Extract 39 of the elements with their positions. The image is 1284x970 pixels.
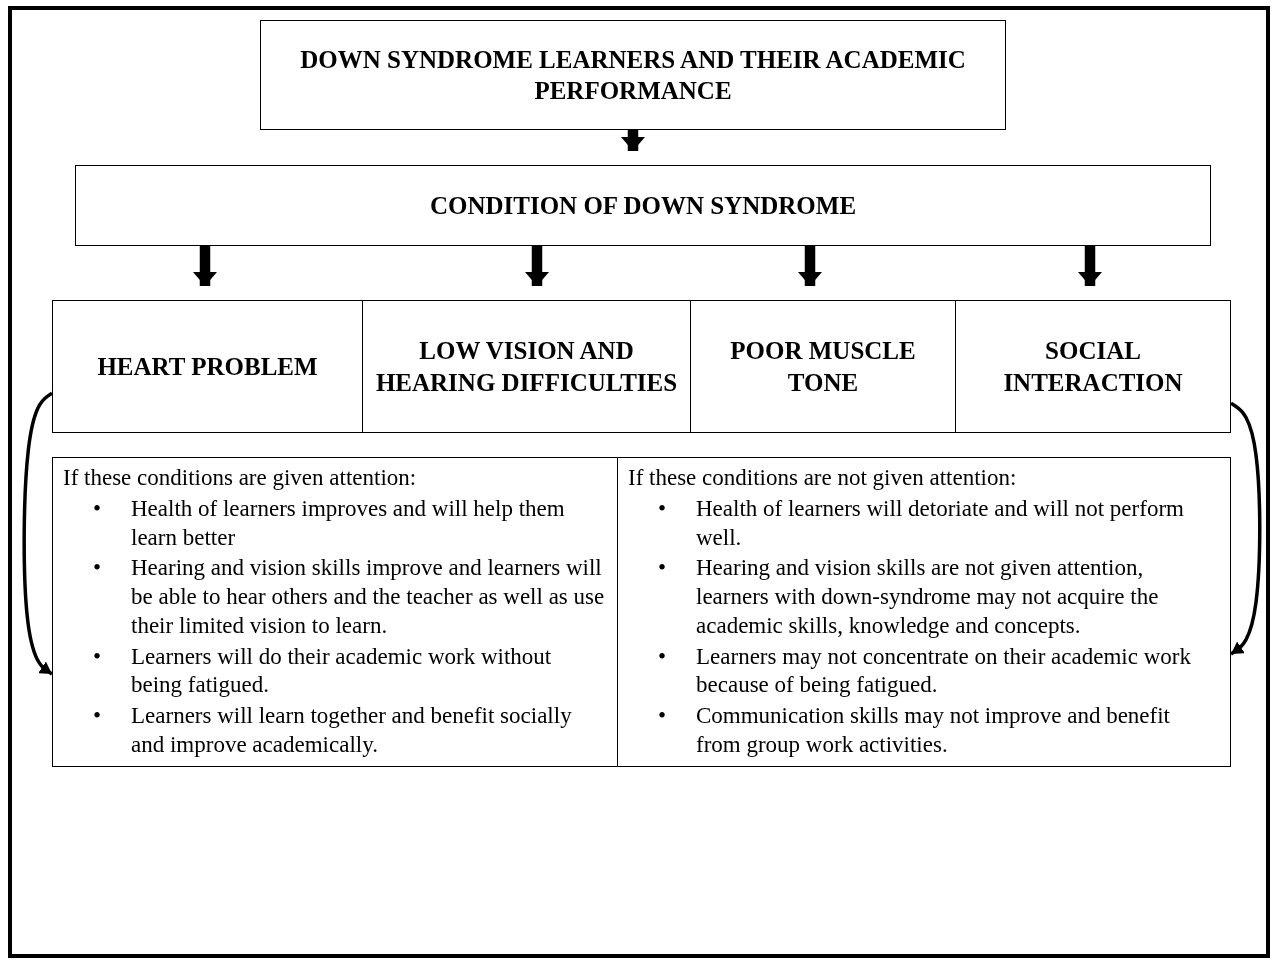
title-box: [260, 20, 1006, 130]
bullet-text: Hearing and vision skills are not given attention, learners with down-syndrome may not acquire the academic skills, knowledge and concepts.: [696, 554, 1160, 640]
bullet-marker: •: [93, 642, 103, 671]
bullet-marker: •: [658, 494, 668, 523]
bullet-text: Learners may not concentrate on their academic work because of being fatigued.: [696, 642, 1192, 700]
block-arrow: [1078, 246, 1102, 286]
bullet-marker: •: [93, 702, 103, 730]
bullet-text: Health of learners will detoriate and will not perform well.: [696, 494, 1185, 552]
text-panel: [52, 457, 618, 767]
bullet-marker: •: [658, 642, 668, 671]
bullet-marker: •: [658, 554, 668, 583]
block-arrow: [798, 246, 822, 286]
box-label: DOWN SYNDROME LEARNERS AND THEIR ACADEMIC PERFORMANCE: [299, 44, 967, 106]
bullet-text: Communication skills may not improve and benefit from group work activities.: [696, 702, 1171, 759]
category-box: [362, 300, 691, 433]
bullet-text: Learners will learn together and benefit socially and improve academically.: [131, 702, 573, 759]
category-box: [75, 165, 1211, 246]
block-arrow: [193, 246, 217, 286]
panel-heading: If these conditions are not given attention:: [628, 464, 1018, 492]
category-box: [52, 300, 363, 433]
curved-arrow: [1230, 401, 1262, 656]
block-arrow: [525, 246, 549, 286]
box-label: CONDITION OF DOWN SYNDROME: [429, 190, 857, 221]
box-label: LOW VISION AND HEARING DIFFICULTIES: [374, 336, 679, 398]
category-box: [690, 300, 956, 433]
bullet-marker: •: [93, 554, 103, 583]
bullet-text: Learners will do their academic work without being fatigued.: [131, 642, 553, 700]
box-label: HEART PROBLEM: [97, 351, 318, 382]
bullet-marker: •: [93, 494, 103, 523]
block-arrow: [621, 130, 645, 151]
box-label: POOR MUSCLE TONE: [729, 336, 917, 398]
bullet-text: Hearing and vision skills improve and learners will be able to hear others and the teacher as well as use their limited vision to learn.: [131, 554, 606, 640]
category-box: [955, 300, 1231, 433]
curved-arrow: [22, 391, 53, 676]
bullet-marker: •: [658, 702, 668, 730]
box-label: SOCIAL INTERACTION: [1002, 336, 1184, 398]
text-panel: [617, 457, 1231, 767]
bullet-text: Health of learners improves and will help them learn better: [131, 494, 566, 552]
panel-heading: If these conditions are given attention:: [63, 464, 418, 492]
